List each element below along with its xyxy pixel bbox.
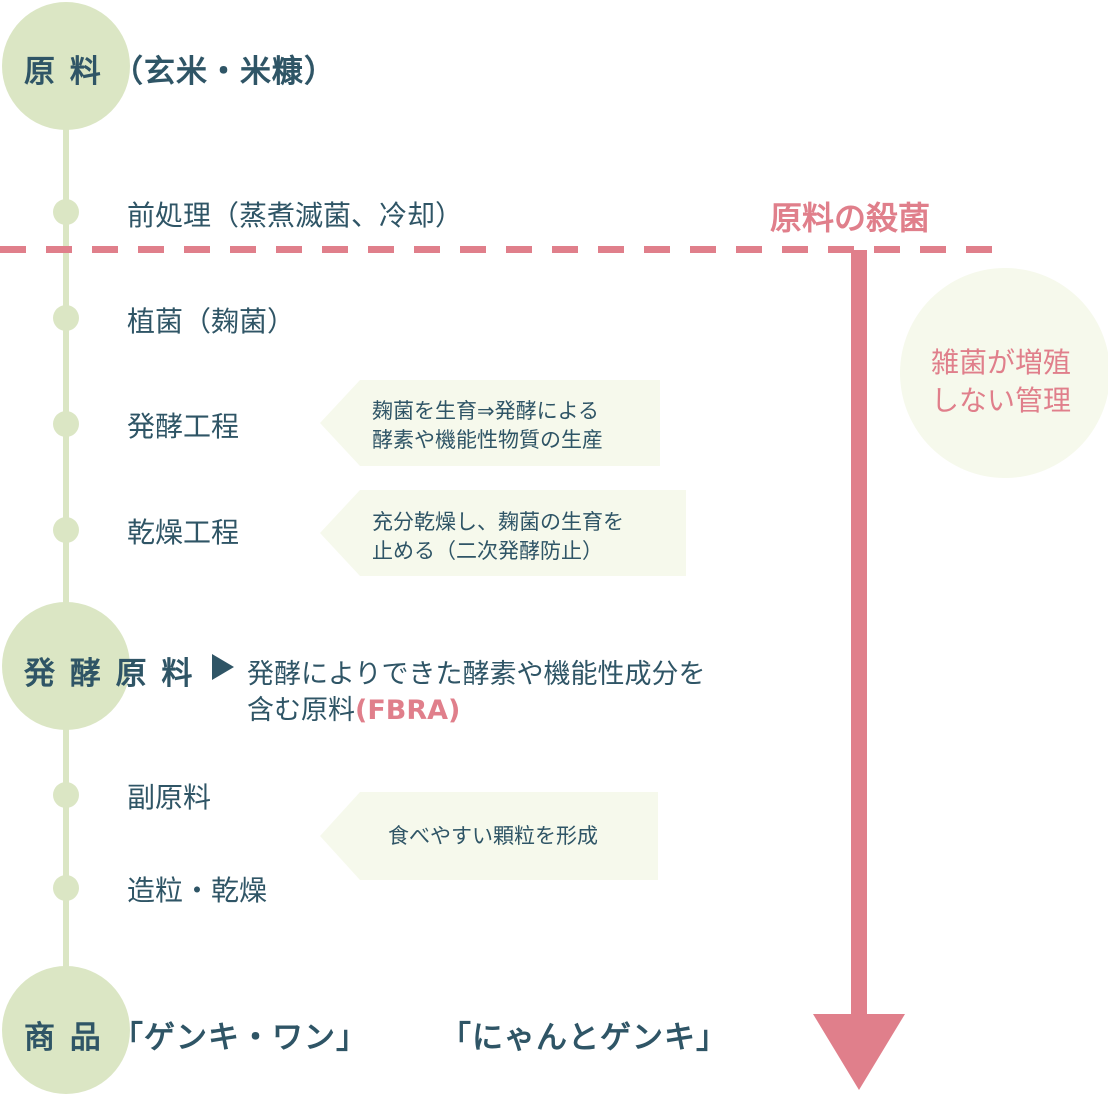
- note-fermentation-line2: 酵素や機能性物質の生産: [372, 428, 603, 452]
- fermented-material-desc-line2: 含む原料(FBRA): [247, 688, 460, 727]
- raw-material-sub: （玄米・米糠）: [112, 54, 336, 90]
- step-inoculation: 植菌（麹菌）: [127, 305, 296, 338]
- product-node: [2, 966, 130, 1094]
- sterilization-divider: [0, 246, 1010, 253]
- product-name-genki-one: 「ゲンキ・ワン」: [112, 1020, 368, 1056]
- product-label: 商 品: [24, 1020, 103, 1056]
- note-granulation-line1: 食べやすい顆粒を形成: [388, 824, 598, 848]
- triangle-right-icon: [212, 654, 234, 680]
- fermented-material-node: [2, 602, 130, 730]
- step-pretreatment: 前処理（蒸煮滅菌、冷却）: [127, 199, 464, 232]
- fermented-material-desc-text: 含む原料: [247, 695, 355, 726]
- fbra-abbr: (FBRA): [355, 695, 461, 726]
- step-node-drying: [53, 517, 79, 543]
- step-node-pretreatment: [53, 199, 79, 225]
- product-name-nyan-to-genki: 「にゃんとゲンキ」: [440, 1020, 728, 1056]
- step-drying: 乾燥工程: [127, 516, 240, 549]
- fermented-material-desc-line1: 発酵によりできた酵素や機能性成分を: [247, 659, 706, 690]
- step-node-granulation: [53, 875, 79, 901]
- raw-material-label: 原 料: [24, 54, 103, 90]
- step-secondary: 副原料: [127, 781, 212, 814]
- step-node-inoculation: [53, 305, 79, 331]
- timeline-line: [63, 70, 69, 1040]
- note-drying-line1: 充分乾燥し、麹菌の生育を: [372, 510, 624, 534]
- side-note-line2: しない管理: [930, 384, 1071, 417]
- note-fermentation-line1: 麹菌を生育⇒発酵による: [372, 399, 599, 423]
- step-node-secondary: [53, 782, 79, 808]
- side-note-line1: 雑菌が増殖: [930, 346, 1071, 379]
- raw-material-node: [2, 2, 130, 130]
- note-drying: [320, 490, 686, 576]
- down-arrow-icon: [813, 1014, 905, 1090]
- step-node-fermentation: [53, 411, 79, 437]
- sterilization-label: 原料の殺菌: [770, 199, 931, 237]
- fermented-material-label: 発 酵 原 料: [24, 656, 195, 692]
- note-fermentation: [320, 380, 660, 466]
- step-fermentation: 発酵工程: [127, 410, 240, 443]
- note-granulation: [320, 792, 658, 880]
- note-drying-line2: 止める（二次発酵防止）: [372, 539, 603, 563]
- step-granulation: 造粒・乾燥: [127, 874, 268, 907]
- side-note-circle: [900, 268, 1108, 478]
- process-arrow-shaft: [851, 250, 867, 1018]
